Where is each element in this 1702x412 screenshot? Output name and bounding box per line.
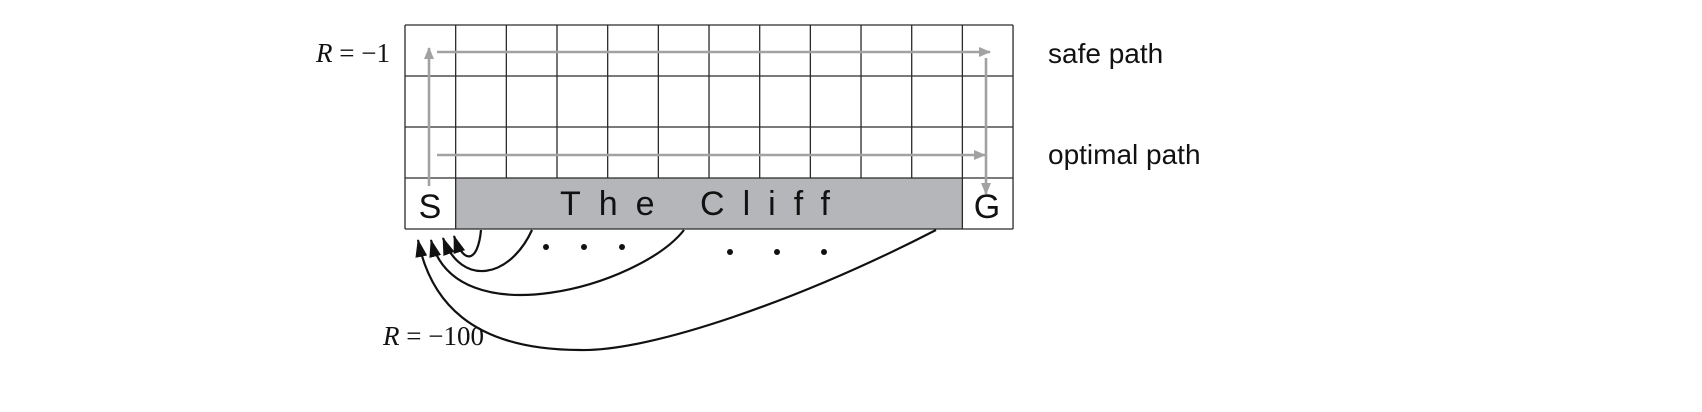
ellipsis-dot [619, 244, 625, 250]
ellipsis-dot [727, 249, 733, 255]
ellipsis-dot [774, 249, 780, 255]
cliff-reward-label: R = −100 [382, 321, 484, 351]
safe-path-label: safe path [1048, 38, 1163, 69]
cliff-fall-arrow-1 [452, 229, 483, 258]
grid-lines [404, 24, 1014, 230]
cliff-fall-arrow-4 [415, 229, 937, 352]
ellipsis-dot [581, 244, 587, 250]
cliff-label: The Cliff [560, 185, 848, 223]
ellipsis-dot [543, 244, 549, 250]
cliff-fall-arrow-2 [441, 229, 533, 273]
cliff-reward-symbol: R [382, 321, 400, 351]
start-cell-label: S [419, 188, 442, 226]
step-reward-label: R = −1 [315, 38, 390, 68]
cliff-fall-arrow-3 [429, 229, 685, 297]
cliff-region [455, 178, 963, 229]
ellipsis-dot [821, 249, 827, 255]
cliff-reward-value: = −100 [400, 321, 484, 351]
optimal-path-label: optimal path [1048, 139, 1201, 170]
step-reward-symbol: R [315, 38, 333, 68]
step-reward-value: = −1 [333, 38, 390, 68]
